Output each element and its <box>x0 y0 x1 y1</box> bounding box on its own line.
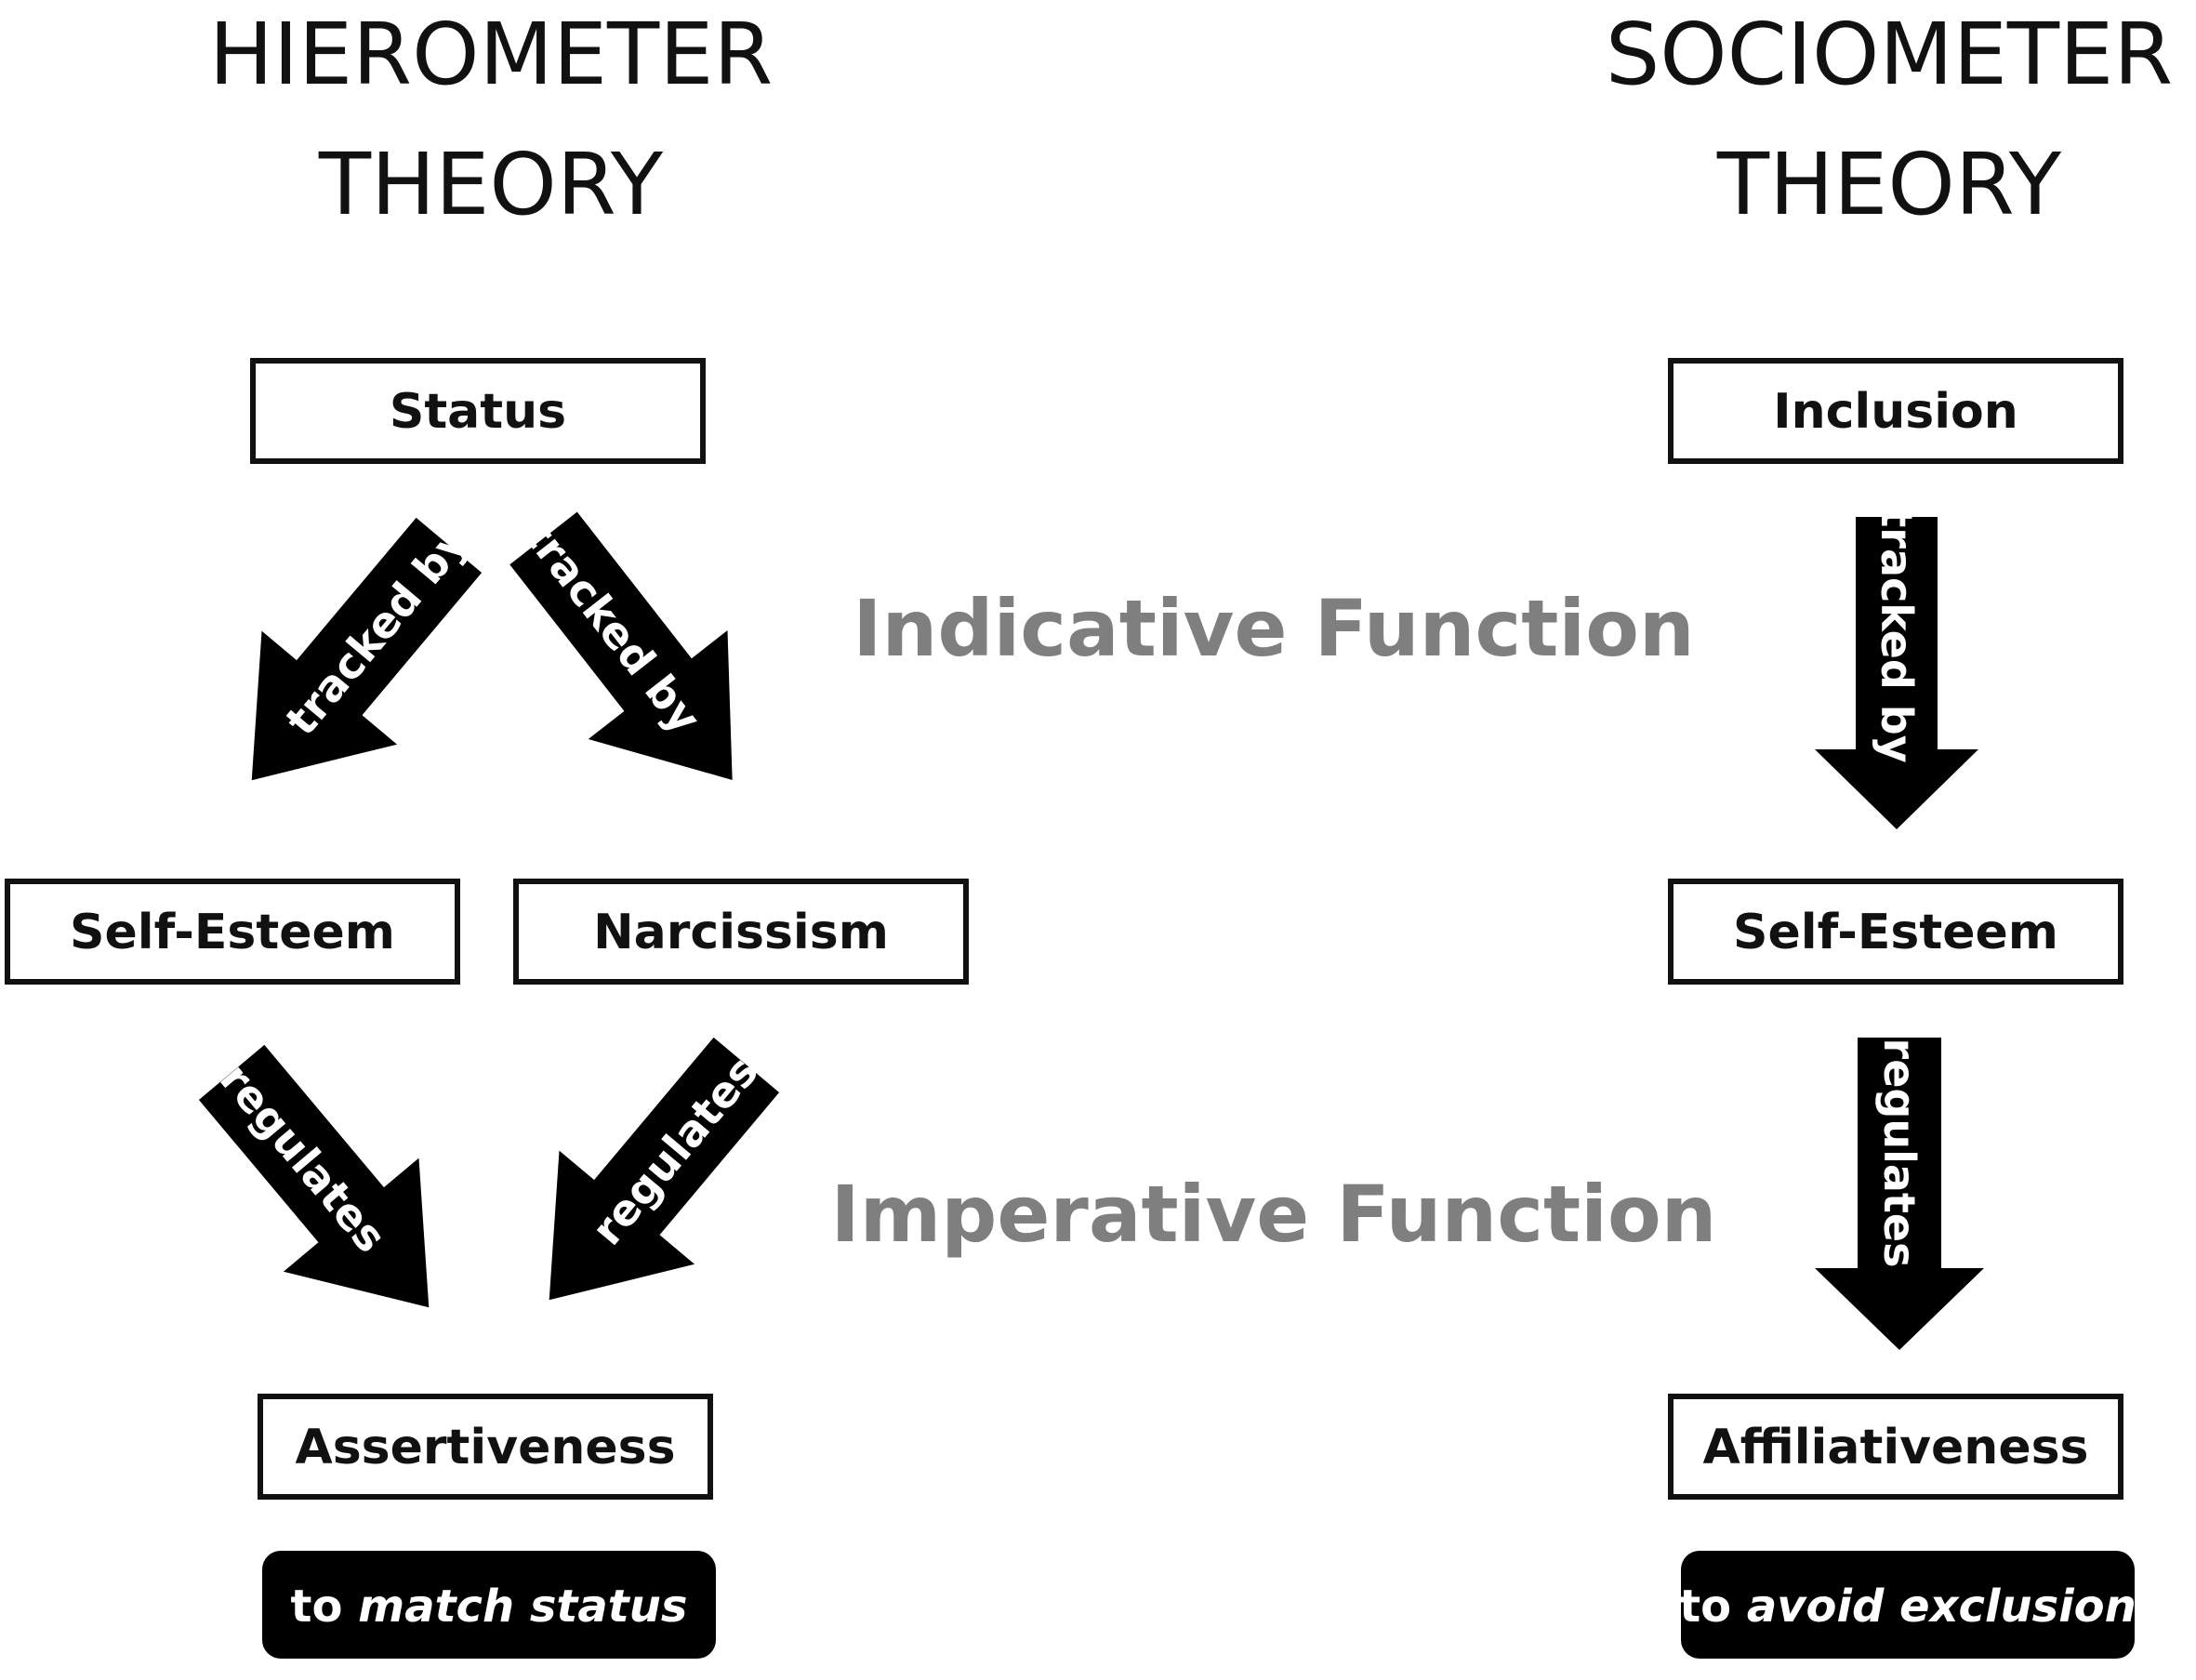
tracked-by-arrow-left: tracked by <box>251 517 483 781</box>
regulates-label-sociometer: regulates <box>1874 1038 1925 1268</box>
match-status-pill: to match status <box>262 1551 716 1659</box>
status-box-label: Status <box>390 384 566 440</box>
affiliativeness-box-label: Affiliativeness <box>1702 1420 2088 1475</box>
tracked-by-label-right: tracked by <box>513 509 710 742</box>
inclusion-box: Inclusion <box>1668 358 2123 464</box>
self-esteem-box-left-label: Self-Esteem <box>70 905 395 960</box>
self-esteem-box-right: Self-Esteem <box>1668 879 2123 985</box>
match-status-text: to match status <box>291 1581 688 1633</box>
regulates-arrow-right: regulates <box>549 1037 780 1301</box>
status-box: Status <box>250 358 706 464</box>
narcissism-box: Narcissism <box>513 879 969 985</box>
self-esteem-box-right-label: Self-Esteem <box>1733 905 2058 960</box>
self-esteem-box-left: Self-Esteem <box>5 879 460 985</box>
regulates-label-left: regulates <box>210 1053 396 1262</box>
assertiveness-box-label: Assertiveness <box>295 1420 675 1475</box>
regulates-label-right: regulates <box>582 1046 768 1254</box>
hierometer-title-line1: HIEROMETER <box>209 5 774 104</box>
imperative-function-label: Imperative Function <box>831 1169 1717 1260</box>
affiliativeness-box: Affiliativeness <box>1668 1394 2123 1500</box>
regulates-arrow-sociometer: regulates <box>1815 1038 1984 1350</box>
tracked-by-label-sociometer: tracked by <box>1872 507 1922 762</box>
tracked-by-arrow-sociometer: tracked by <box>1815 507 1978 829</box>
narcissism-box-label: Narcissism <box>593 905 889 960</box>
inclusion-box-label: Inclusion <box>1773 384 2018 440</box>
avoid-exclusion-pill: to avoid exclusion <box>1679 1551 2136 1659</box>
regulates-arrow-left: regulates <box>198 1044 430 1308</box>
indicative-function-label: Indicative Function <box>853 583 1694 674</box>
sociometer-title-line2: THEORY <box>1716 135 2062 234</box>
tracked-by-label-left: tracked by <box>276 517 479 746</box>
hierometer-title-line2: THEORY <box>318 135 664 234</box>
sociometer-title-line1: SOCIOMETER <box>1606 5 2173 104</box>
assertiveness-box: Assertiveness <box>258 1394 713 1500</box>
tracked-by-arrow-right: tracked by <box>509 509 733 780</box>
avoid-exclusion-text: to avoid exclusion <box>1679 1581 2136 1633</box>
